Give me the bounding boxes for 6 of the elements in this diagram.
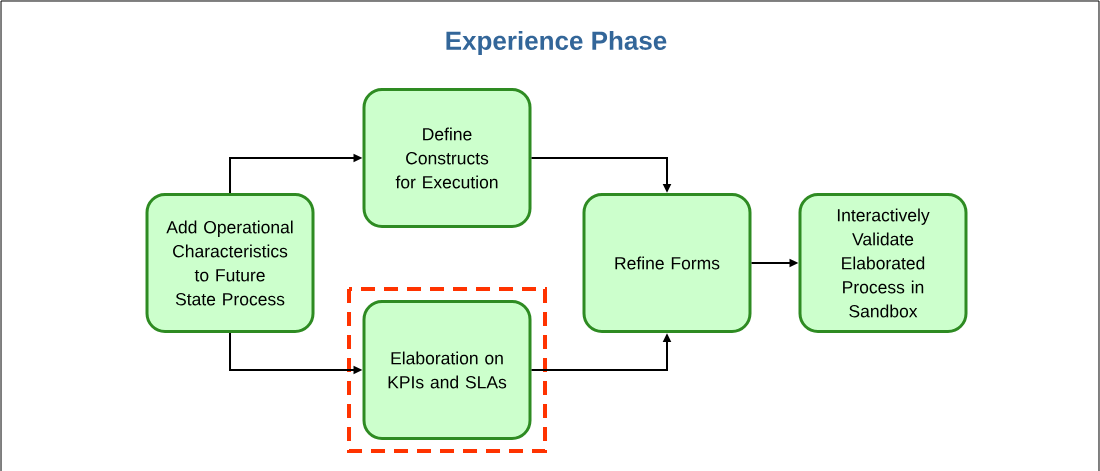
title: Experience Phase <box>446 30 667 56</box>
process-box: Interactively Validate Elaborated Process in Sandbox <box>798 193 968 333</box>
process-box: Refine Forms <box>582 193 752 333</box>
process-box: Define Constructs for Execution <box>362 88 532 228</box>
process-box: Add Operational Characteristics to Future State Process <box>145 193 315 333</box>
process-box: Elaboration on KPIs and SLAs <box>362 300 532 440</box>
